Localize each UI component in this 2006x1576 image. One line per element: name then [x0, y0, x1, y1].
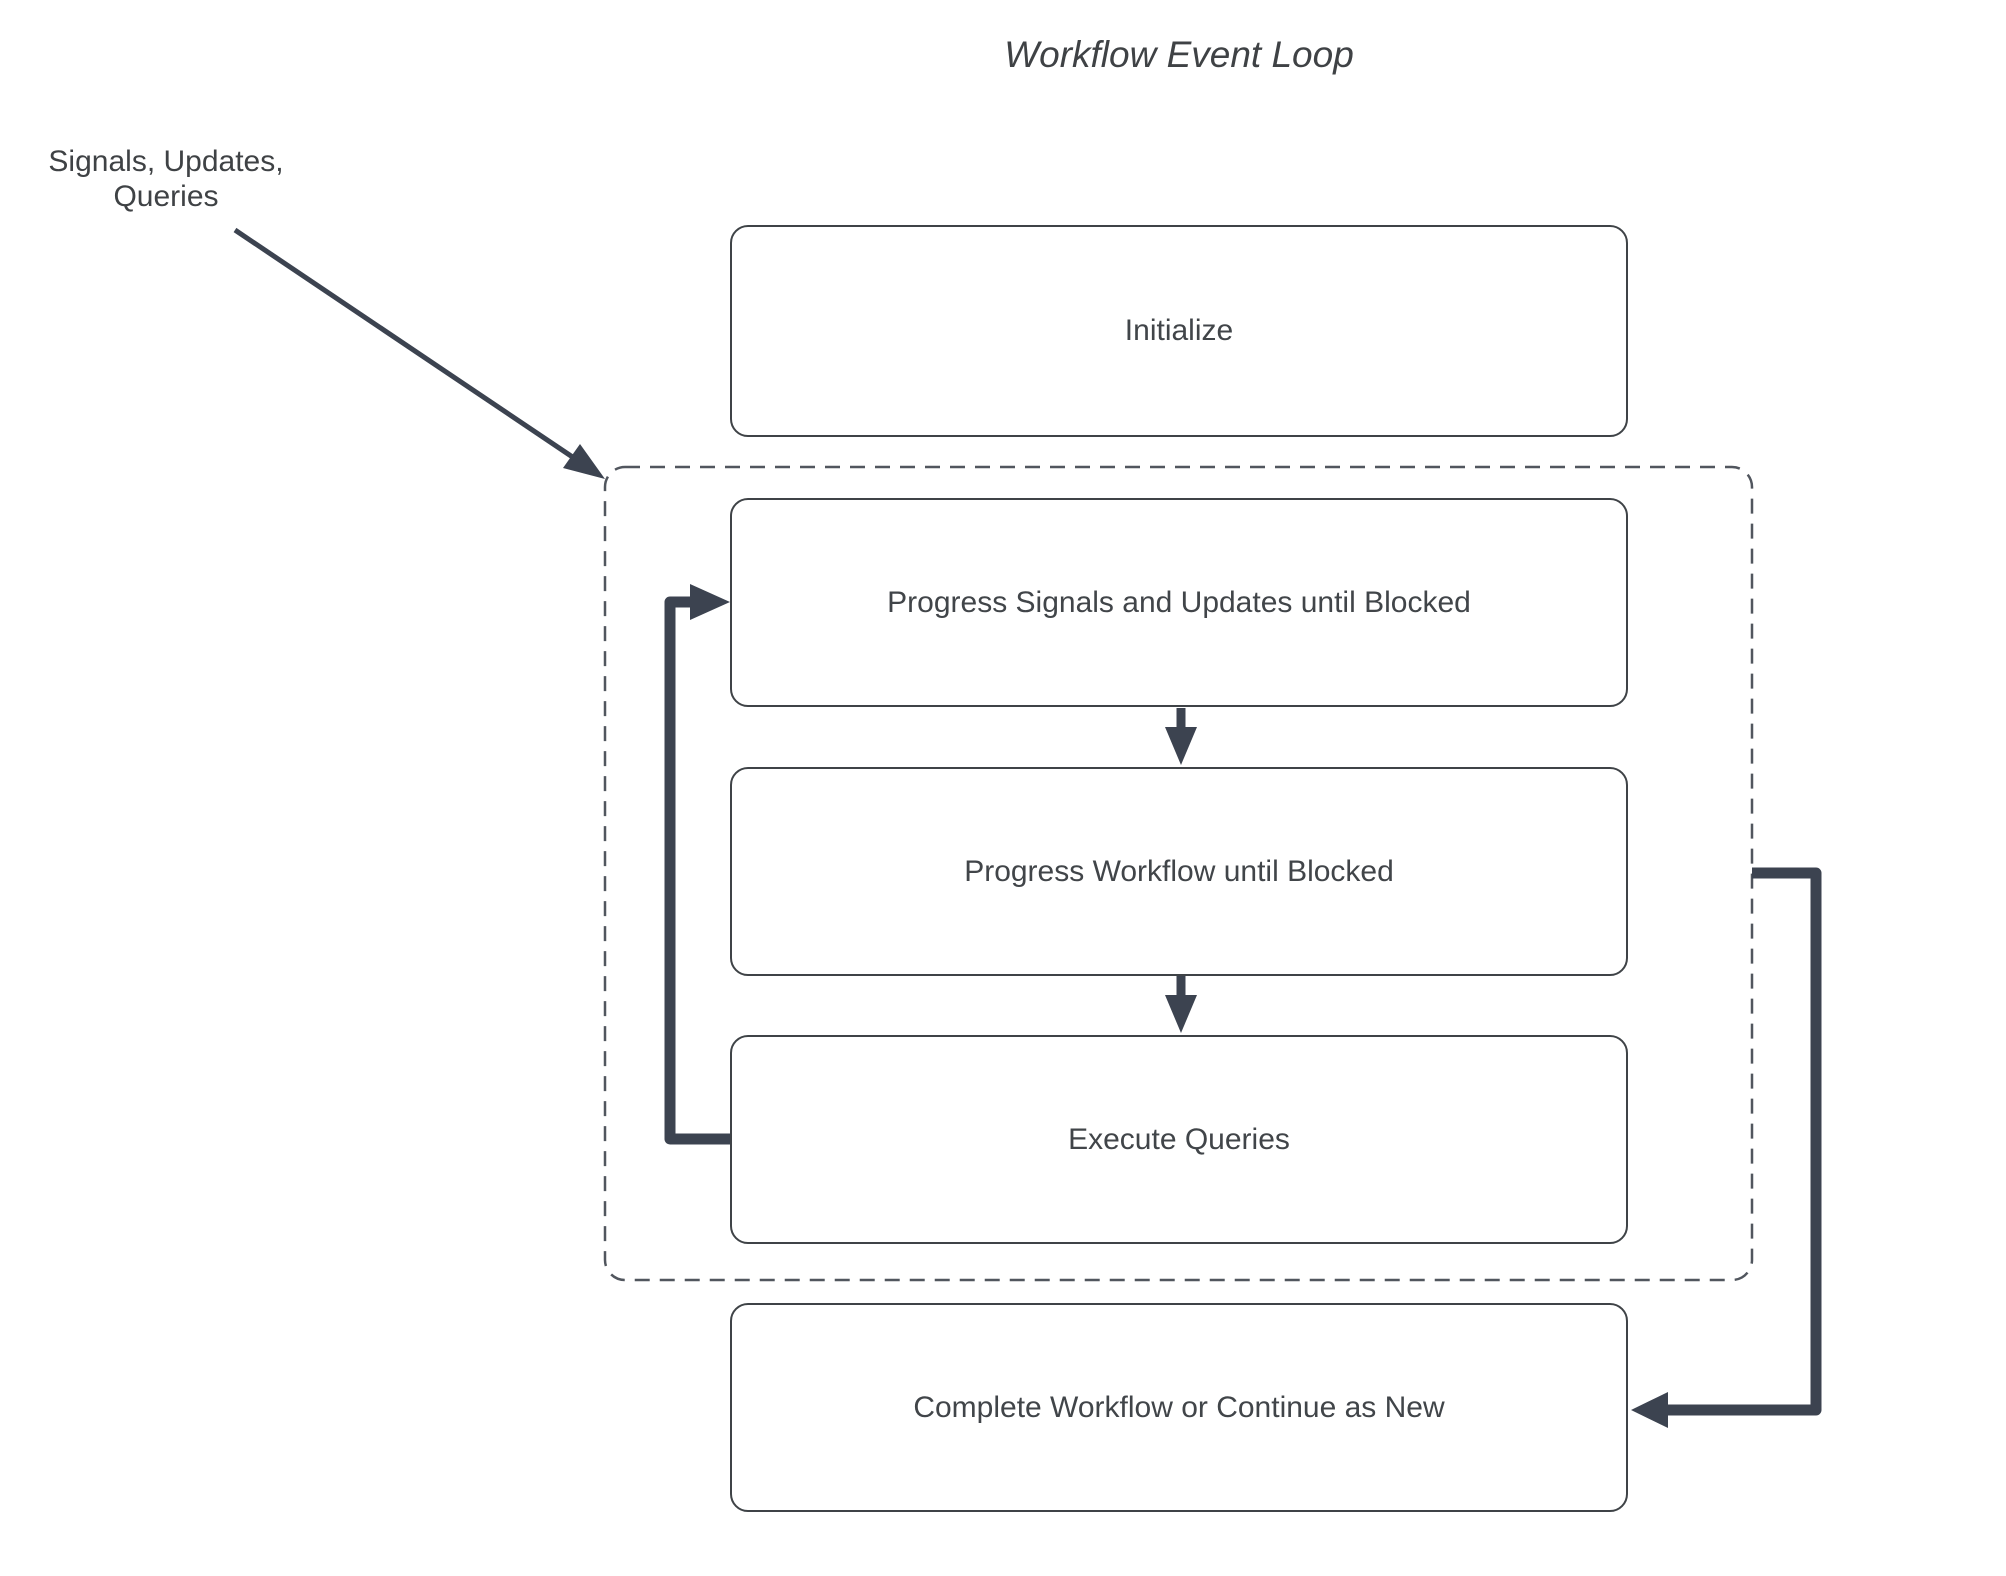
node-progress-signals-updates-label: Progress Signals and Updates until Block…: [887, 585, 1471, 619]
signals-input-arrow: [233, 227, 605, 479]
node-execute-queries-label: Execute Queries: [1068, 1122, 1290, 1156]
exit-arrow-to-complete: [1631, 867, 1822, 1428]
node-complete-or-continue: Complete Workflow or Continue as New: [730, 1303, 1628, 1512]
node-progress-signals-updates: Progress Signals and Updates until Block…: [730, 498, 1628, 707]
event-loop-dashed-boundary: [603, 465, 1754, 1282]
node-progress-workflow-label: Progress Workflow until Blocked: [964, 854, 1394, 888]
signals-updates-queries-label: Signals, Updates, Queries: [48, 145, 284, 213]
node-execute-queries: Execute Queries: [730, 1035, 1628, 1244]
node-complete-or-continue-label: Complete Workflow or Continue as New: [913, 1390, 1445, 1424]
page-title: Workflow Event Loop: [1004, 34, 1354, 75]
arrow-workflow-to-queries: [1165, 976, 1197, 1033]
node-initialize-label: Initialize: [1124, 314, 1234, 347]
node-initialize: Initialize: [730, 225, 1628, 437]
node-progress-workflow: Progress Workflow until Blocked: [730, 767, 1628, 976]
arrow-signals-to-workflow: [1165, 708, 1197, 765]
loop-back-arrow: [664, 584, 731, 1145]
